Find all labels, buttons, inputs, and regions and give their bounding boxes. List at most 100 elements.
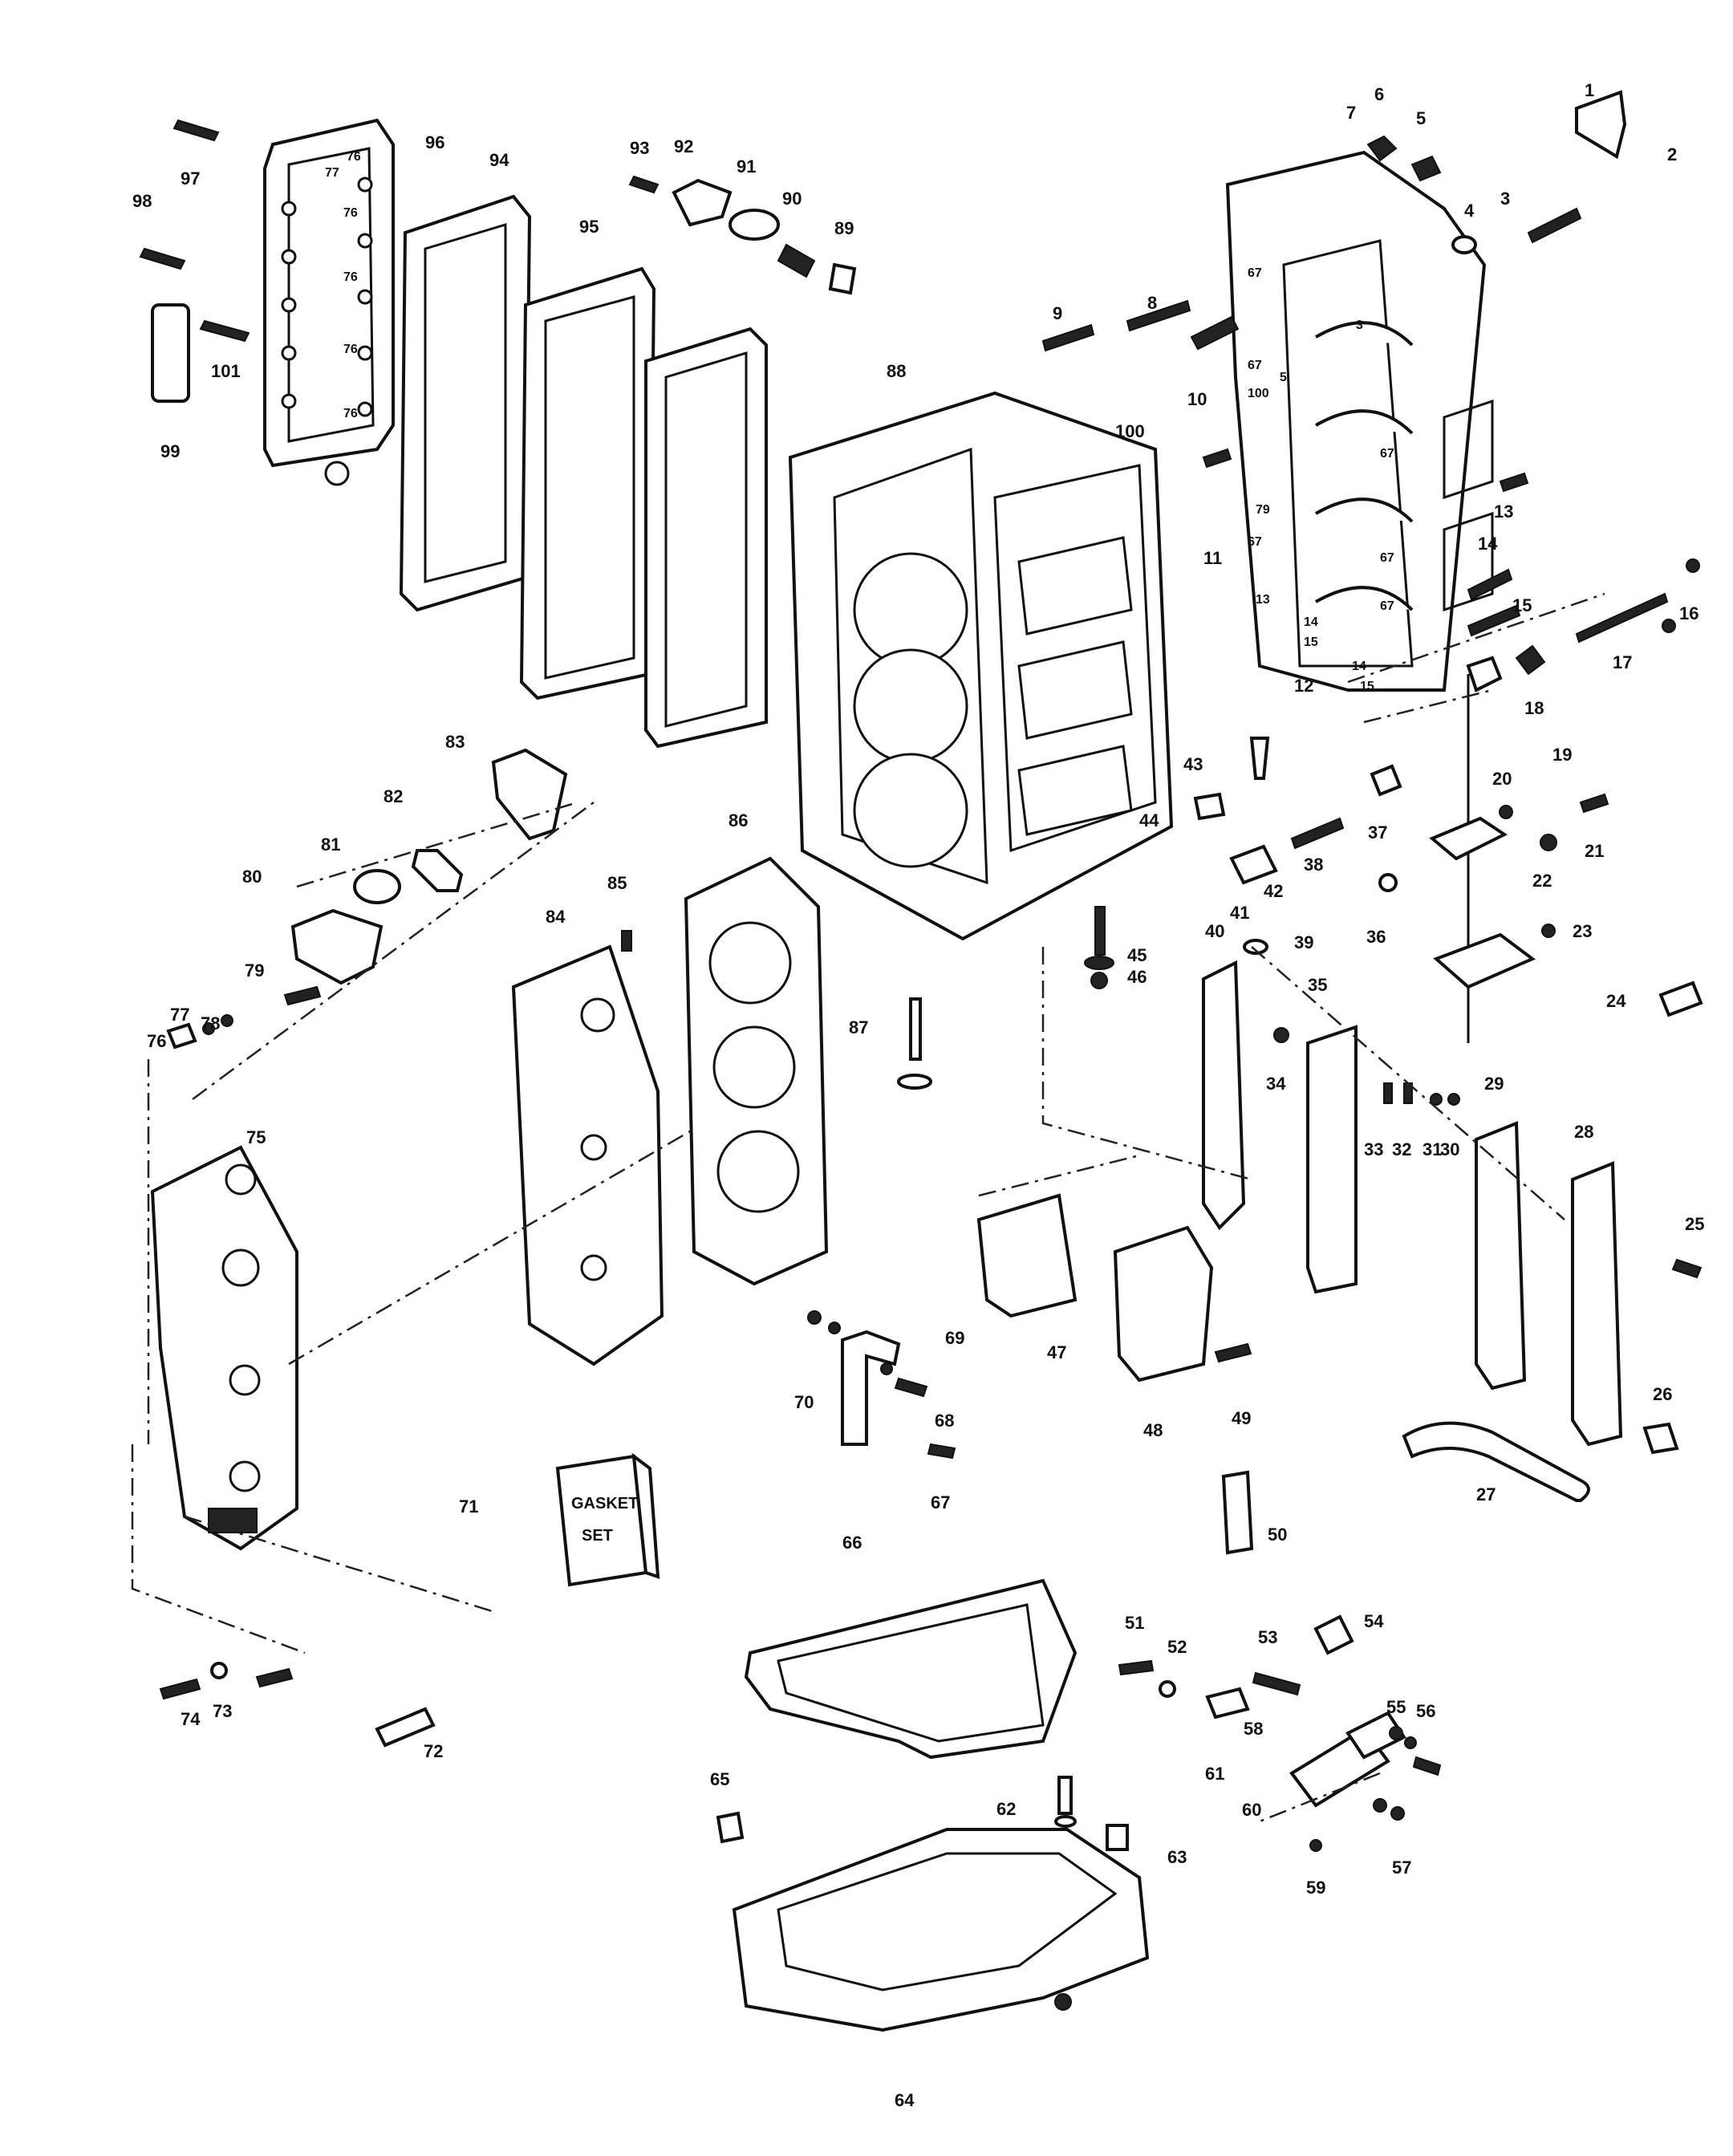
callout: 19 [1552,745,1572,765]
callout: 71 [459,1496,478,1517]
callout: 91 [737,156,756,177]
callout: 65 [710,1769,729,1789]
cover-label: 77 [325,166,339,180]
block-label: 13 [1256,593,1270,607]
anode [151,303,190,403]
callout: 77 [170,1005,189,1025]
block-label: 15 [1360,680,1374,693]
callout: 62 [996,1799,1016,1819]
callout: 4 [1464,201,1475,221]
throttle-linkage [1429,644,1703,1043]
callout: 41 [1230,903,1249,923]
callout: 24 [1606,991,1626,1011]
callout: 13 [1494,501,1513,522]
callout: 50 [1268,1525,1287,1545]
gasket-set-box: GASKET SET [555,1452,660,1587]
link-plates [1202,960,1703,1455]
callout: 55 [1386,1697,1406,1717]
bolts-upper-left [139,119,250,343]
callout: 68 [935,1411,954,1431]
callout: 38 [1304,855,1323,875]
callout: 21 [1585,841,1604,861]
callout: 59 [1306,1878,1325,1898]
callout: 7 [1346,103,1356,123]
callout: 58 [1244,1719,1263,1739]
callout: 75 [246,1127,266,1147]
block-label: 67 [1248,535,1262,549]
fittings-76-78 [166,1014,233,1050]
cylinder-block [788,391,1174,941]
exhaust-gaskets [399,194,768,749]
callout: 23 [1573,921,1592,941]
callout: 46 [1127,967,1147,987]
linkage-lower-right [1118,1614,1442,1852]
callout: 87 [849,1017,868,1037]
exhaust-cover: 77 76 76 76 76 76 [263,118,395,486]
callout: 98 [132,191,152,211]
callout: 78 [201,1013,220,1033]
bracket-70 [807,1310,956,1460]
block-label: 5 [1280,371,1287,384]
callout: 9 [1053,303,1062,323]
callout: 2 [1667,144,1677,164]
callout: 92 [674,136,693,156]
block-label: 67 [1380,551,1394,565]
callout: 40 [1205,921,1224,941]
callout: 35 [1308,975,1327,995]
callout: 12 [1294,676,1313,696]
cover-label: 76 [343,206,358,220]
block-label: 15 [1304,635,1318,649]
callout: 17 [1613,652,1632,672]
callout: 8 [1147,293,1157,313]
callout: 44 [1139,810,1159,830]
callout: 14 [1478,534,1498,554]
small-hardware-center [1084,737,1402,989]
block-label: 100 [1248,387,1269,400]
callout: 60 [1242,1800,1261,1820]
callout: 37 [1368,822,1387,843]
callout: 85 [607,873,627,893]
alignment-lines [131,592,1605,1823]
callout: 1 [1585,80,1594,100]
callout: 39 [1294,932,1313,952]
callout: 52 [1167,1637,1187,1657]
callout: 31 [1423,1139,1442,1159]
callout: 96 [425,132,444,152]
callout: 10 [1187,389,1207,409]
callout: 80 [242,867,262,887]
callout: 29 [1484,1074,1504,1094]
callout: 97 [181,169,200,189]
callout: 34 [1266,1074,1286,1094]
cover-label: 76 [343,270,358,284]
callout: 88 [887,361,906,381]
callout: 95 [579,217,599,237]
block-label: 79 [1256,503,1270,517]
cover-label: 76 [343,407,358,420]
callout: 94 [489,150,509,170]
callout: 61 [1205,1764,1224,1784]
callout: 16 [1679,603,1699,623]
callout: 33 [1364,1139,1383,1159]
callout: 82 [384,786,403,806]
callout: 76 [147,1031,166,1051]
callout: 57 [1392,1858,1411,1878]
block-label: 14 [1304,615,1318,629]
comb [1221,1470,1254,1555]
callout: 45 [1127,945,1147,965]
hardware-lower-left [159,1662,436,1748]
callout: 74 [181,1709,201,1729]
callout: 70 [794,1392,814,1412]
callout: 30 [1440,1139,1459,1159]
block-label: 67 [1248,359,1262,372]
callout: 67 [931,1492,950,1512]
callout: 32 [1392,1139,1411,1159]
callout: 69 [945,1328,964,1348]
callout-numbers: 1 2 3 4 5 6 7 8 9 10 11 12 13 14 15 16 1… [132,80,1704,2110]
block-label: 14 [1352,660,1366,673]
callout: 22 [1532,871,1552,891]
callout: 63 [1167,1847,1187,1867]
callout: 66 [842,1533,862,1553]
gasket-set-label: GASKET [571,1495,638,1512]
block-label: 67 [1380,447,1394,461]
